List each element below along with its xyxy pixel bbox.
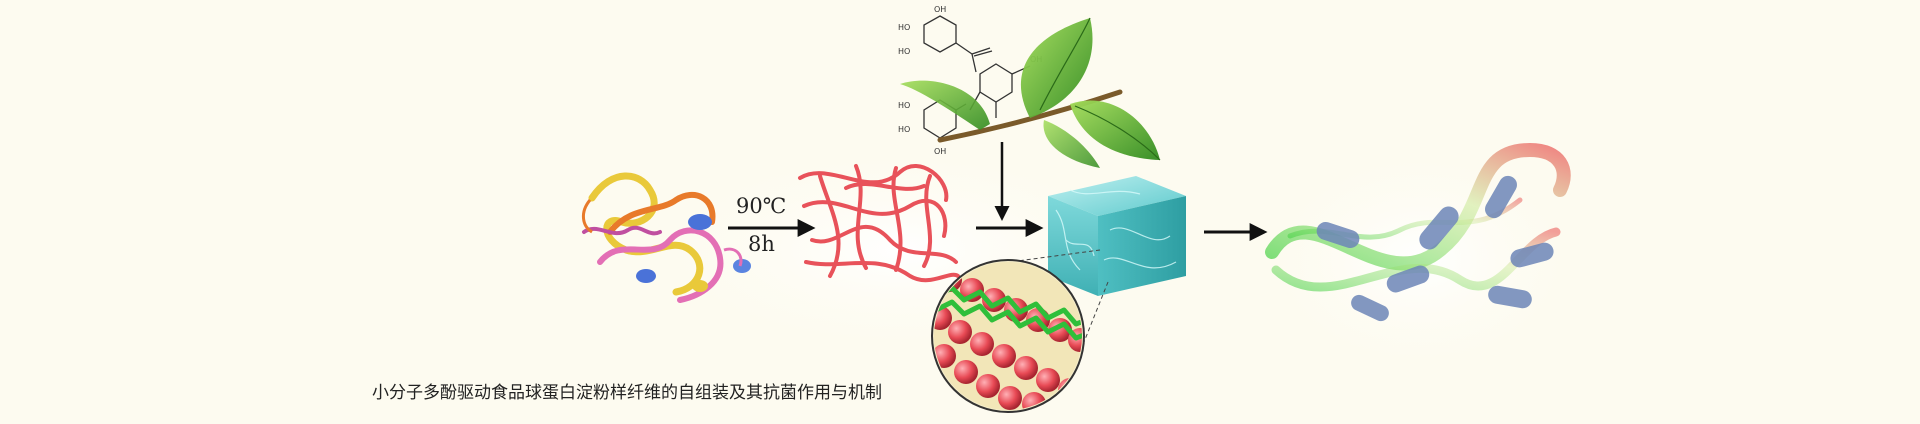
figure-caption: 小分子多酚驱动食品球蛋白淀粉样纤维的自组装及其抗菌作用与机制 [372,383,882,403]
bacteria-icon [1316,175,1554,322]
globular-protein-icon [582,172,751,303]
hydroxyl-label: OH [934,5,946,14]
amyloid-fibrils-icon [798,164,960,283]
tea-leaf-icon [900,17,1161,168]
hydroxyl-label: HO [898,101,910,110]
temperature-label: 90℃ [736,194,787,218]
antibacterial-effect-icon [1265,142,1571,322]
hydroxyl-label: HO [898,125,910,134]
hydroxyl-label: HO [898,47,910,56]
hydroxyl-label: OH [934,147,946,156]
polyphenol-chain [934,285,1082,341]
zoom-line [1009,249,1101,263]
hydroxyl-label: HO [898,23,910,32]
hydrogel-cube-icon [1048,176,1186,296]
time-label: 8h [748,232,775,256]
